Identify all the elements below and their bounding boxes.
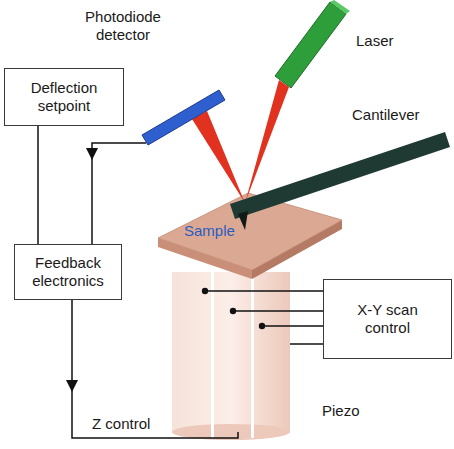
cantilever-beam — [230, 132, 450, 219]
piezo-stripe — [211, 272, 214, 438]
z-control-wire — [72, 300, 238, 438]
electrode-dot — [259, 323, 265, 329]
box-label: Feedback electronics — [21, 254, 115, 290]
process-box: Deflection setpoint — [4, 68, 124, 126]
arrow-head — [86, 148, 98, 160]
laser-top — [330, 0, 350, 14]
reflected-beam — [192, 111, 245, 203]
part-label: Z control — [92, 415, 150, 433]
signal-line — [37, 126, 39, 244]
piezo-body — [172, 272, 290, 432]
signal-wire — [92, 143, 146, 244]
piezo-stripe — [251, 272, 254, 438]
part-label: Sample — [184, 222, 235, 240]
scan-wire — [262, 325, 323, 327]
part-label: Photodiode detector — [77, 8, 169, 44]
photodiode-detector — [142, 90, 225, 145]
part-label: Laser — [356, 32, 394, 50]
cantilever-tip — [238, 211, 248, 230]
laser-body — [275, 2, 346, 88]
scan-wire — [205, 290, 323, 292]
part-label: Cantilever — [352, 106, 420, 124]
process-box: X-Y scan control — [323, 279, 452, 359]
part-label: Piezo — [322, 402, 360, 420]
scan-wire — [233, 310, 323, 312]
arrow-head — [66, 380, 78, 392]
process-box: Feedback electronics — [14, 244, 122, 300]
electrode-dot — [202, 288, 208, 294]
laser-beam — [245, 80, 289, 203]
box-label: Deflection setpoint — [11, 79, 117, 115]
scan-wire — [290, 343, 323, 345]
box-label: X-Y scan control — [348, 301, 427, 337]
electrode-dot — [230, 308, 236, 314]
